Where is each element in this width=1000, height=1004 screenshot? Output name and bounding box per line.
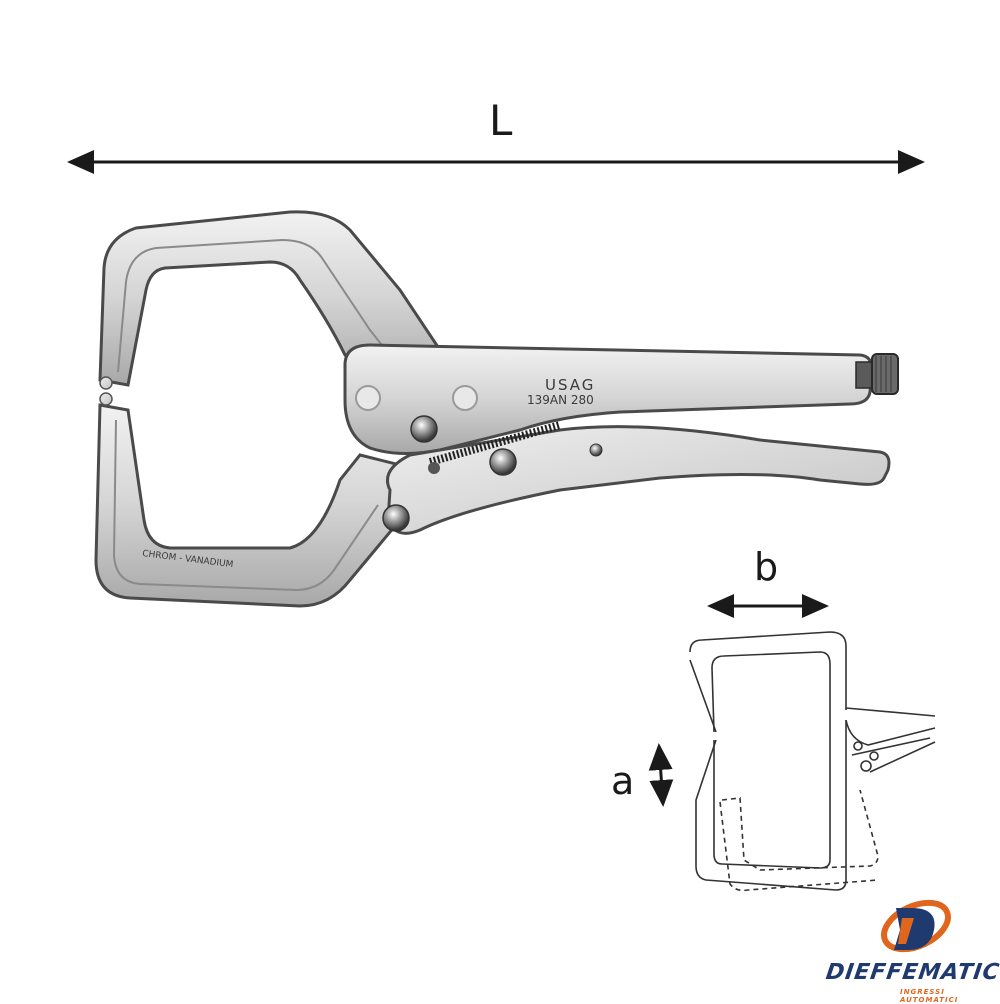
rivet	[589, 443, 603, 457]
spring	[428, 421, 562, 466]
lower-jaw	[94, 403, 423, 608]
upper-jaw	[98, 210, 443, 387]
logo-name: DIEFFEMATIC	[824, 960, 1000, 985]
jaw-detail-drawing	[648, 594, 936, 892]
width-label: b	[754, 545, 779, 589]
length-label: L	[489, 96, 513, 145]
rivet	[489, 448, 517, 476]
logo-tagline: INGRESSI AUTOMATICI	[900, 988, 959, 1004]
upper-handle	[343, 343, 874, 456]
model-engraving: 139AN 280	[527, 393, 594, 407]
rivet	[410, 415, 438, 443]
brand-engraving: USAG	[545, 376, 595, 394]
dieffematic-logo	[881, 899, 951, 953]
rivet	[382, 504, 410, 532]
plier-photo	[94, 210, 899, 608]
depth-label: a	[611, 759, 635, 803]
